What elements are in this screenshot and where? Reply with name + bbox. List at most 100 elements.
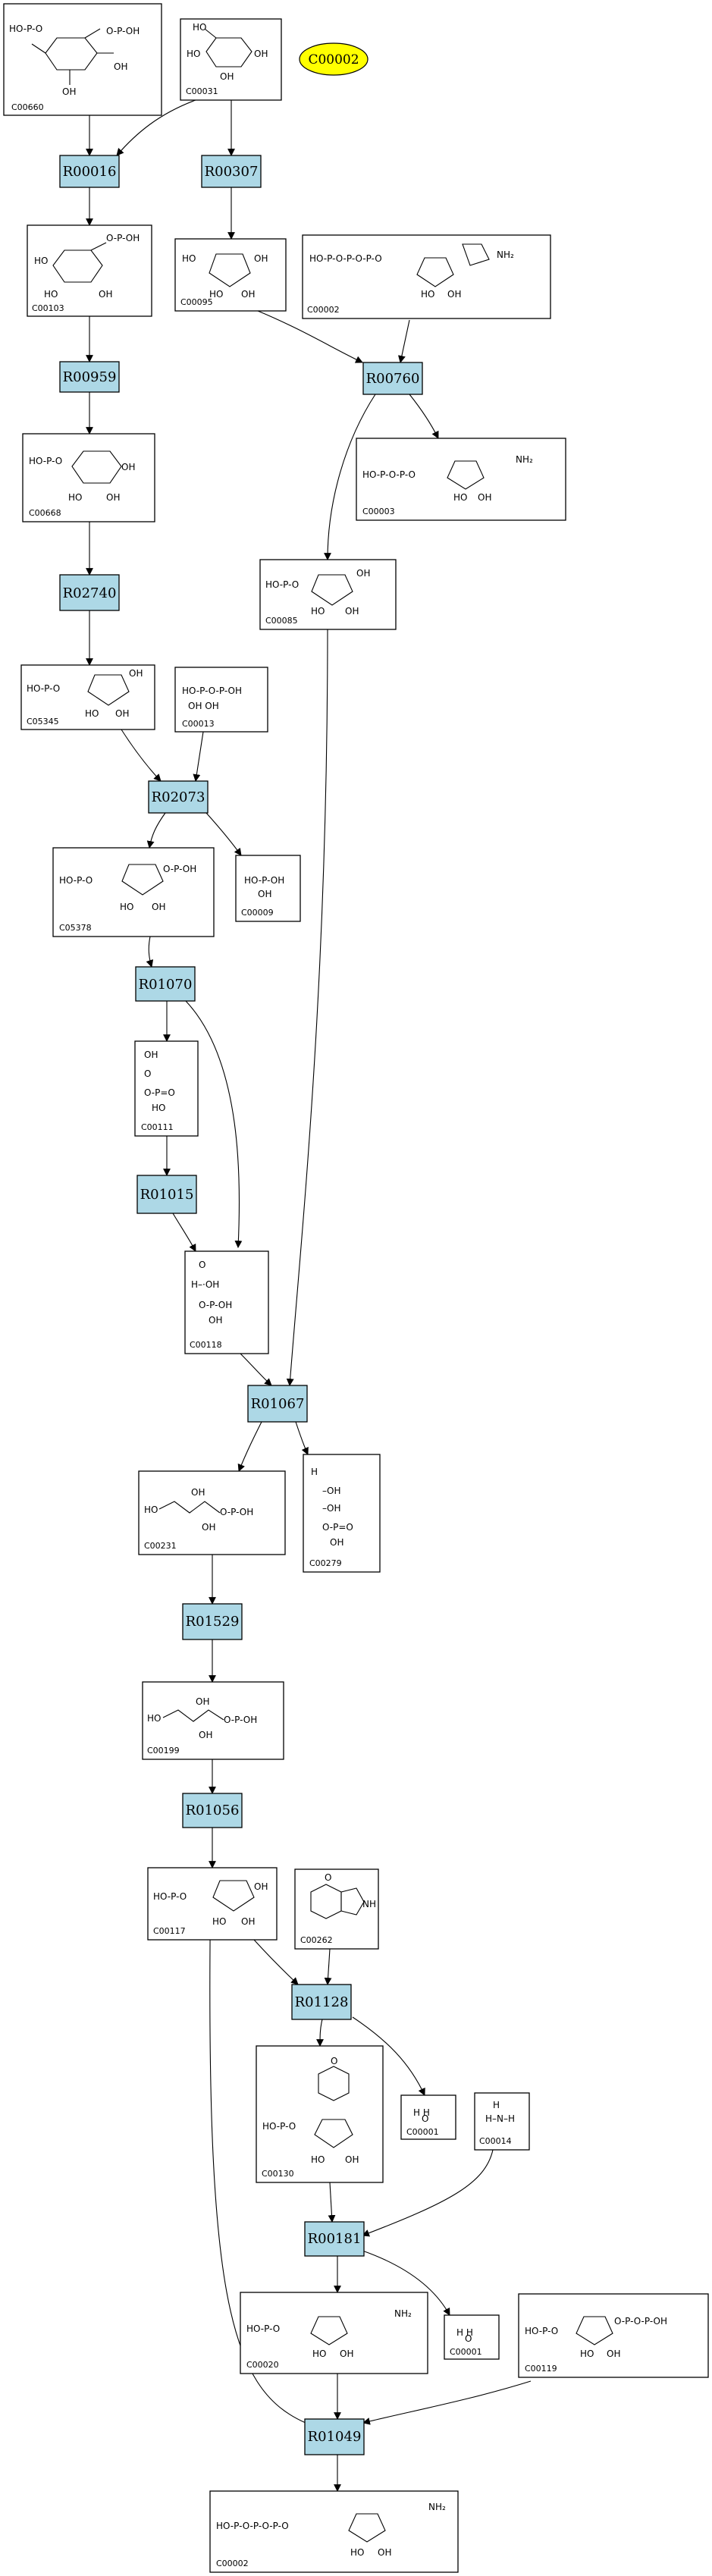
reaction-r01529[interactable]: R01529 [182,1603,243,1640]
svg-text:–OH: –OH [322,1486,340,1496]
svg-text:H: H [311,1467,318,1477]
svg-text:HO-P-O: HO-P-O [246,2323,280,2334]
reaction-r02740[interactable]: R02740 [59,574,120,611]
reaction-r00016[interactable]: R00016 [59,155,120,188]
svg-text:OH: OH [199,1730,212,1740]
svg-text:OH: OH [196,1696,209,1707]
reaction-label: R01529 [186,1614,240,1630]
svg-text:OH: OH [345,2154,359,2165]
svg-text:OH: OH [447,289,461,300]
legend-c00002[interactable]: C00002 [299,42,369,76]
svg-text:OH: OH [378,2547,391,2558]
compound-c00001-b[interactable]: H H O C00001 [444,2314,500,2360]
compound-label: C00095 [180,297,213,307]
svg-text:O: O [422,2113,428,2124]
svg-text:OH: OH [241,1916,255,1927]
svg-text:OH: OH [144,1050,158,1060]
compound-c00009[interactable]: HO-P-OH OH C00009 [235,855,301,922]
compound-label: C00002 [307,305,340,315]
svg-text:HO-P-O: HO-P-O [9,24,42,34]
compound-label: C00009 [241,908,274,918]
reaction-label: R00760 [366,371,420,387]
compound-c00118[interactable]: O H–·OH O-P-OH OH C00118 [184,1250,269,1354]
reaction-r01056[interactable]: R01056 [182,1793,243,1828]
svg-text:OH: OH [121,462,135,472]
compound-label: C00020 [246,2360,279,2370]
reaction-r01128[interactable]: R01128 [291,1984,352,2020]
compound-label: C00111 [141,1122,174,1132]
svg-text:OH: OH [330,1537,343,1548]
compound-c00111[interactable]: OH O O-P=O HO C00111 [134,1040,199,1137]
reaction-r00959[interactable]: R00959 [59,361,120,393]
svg-text:HO: HO [311,2154,325,2165]
svg-text:OH: OH [191,1487,205,1498]
svg-text:H: H [493,2100,500,2110]
reaction-r02073[interactable]: R02073 [148,780,209,814]
svg-text:HO: HO [144,1504,158,1515]
reaction-r01015[interactable]: R01015 [136,1175,197,1214]
reaction-r00181[interactable]: R00181 [304,2221,365,2257]
compound-c00279[interactable]: H –OH –OH O-P=O OH C00279 [303,1454,381,1573]
svg-text:OH: OH [258,889,271,899]
svg-text:H–N–H: H–N–H [485,2113,515,2124]
svg-text:OH: OH [345,606,359,617]
svg-text:HO: HO [311,606,325,617]
svg-text:OH: OH [254,1881,268,1892]
svg-text:HO: HO [453,492,467,503]
reaction-r00760[interactable]: R00760 [362,362,423,395]
reaction-label: R02073 [152,789,205,805]
svg-text:OH: OH [254,49,268,59]
reaction-label: R01128 [295,1994,349,2010]
svg-text:OH: OH [241,289,255,300]
compound-label: C00117 [153,1926,186,1936]
svg-text:O: O [144,1068,151,1079]
compound-label: C00231 [144,1541,177,1551]
svg-text:HO-P-O: HO-P-O [153,1891,187,1902]
reaction-r00307[interactable]: R00307 [201,155,262,188]
compound-c00262[interactable]: ONH C00262 [294,1868,379,1950]
svg-text:HO: HO [147,1713,161,1724]
svg-text:O-P=O: O-P=O [322,1522,353,1533]
compound-label: C00003 [362,507,395,516]
svg-text:O: O [331,2056,337,2066]
svg-text:O: O [325,1872,331,1883]
reaction-r01070[interactable]: R01070 [135,966,196,1002]
compound-c00001-a[interactable]: H H O C00001 [400,2094,456,2140]
compound-label: C00014 [479,2136,512,2146]
svg-text:HO: HO [350,2547,364,2558]
compound-c00014[interactable]: H H–N–H C00014 [474,2092,530,2151]
reaction-r01049[interactable]: R01049 [304,2418,365,2455]
compound-label: C05378 [59,923,92,933]
reaction-r01067[interactable]: R01067 [247,1385,308,1423]
svg-text:O-P-OH: O-P-OH [224,1715,257,1725]
svg-text:HO-P-O: HO-P-O [262,2121,296,2132]
svg-text:HO: HO [212,1916,226,1927]
compound-c00117[interactable]: HO-P-O OH HO OH C00117 [147,1867,278,1941]
svg-text:HO: HO [421,289,434,300]
svg-text:O: O [465,2333,472,2344]
legend-label: C00002 [308,52,359,67]
svg-text:OH: OH [254,253,268,264]
svg-text:HO-P-O: HO-P-O [29,456,62,466]
reaction-label: R01067 [251,1396,305,1412]
svg-text:HO: HO [120,902,133,912]
compound-label: C00001 [406,2127,439,2137]
svg-text:OH OH: OH OH [188,701,219,711]
compound-c00013[interactable]: HO-P-O-P-OH OH OH C00013 [174,667,268,733]
